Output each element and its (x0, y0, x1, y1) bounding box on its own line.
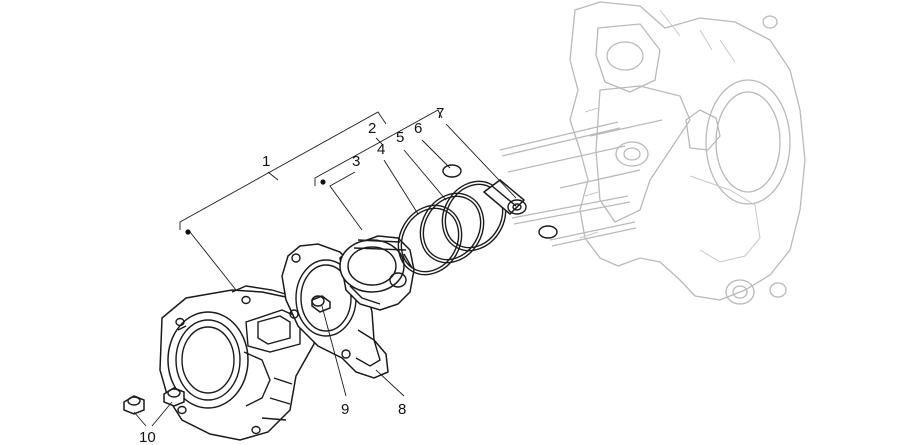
bushings (123, 387, 185, 415)
callout-3: 3 (352, 153, 360, 170)
callout-10: 10 (139, 429, 156, 445)
callout-7: 7 (436, 105, 444, 122)
crankcase-ghost (499, 1, 806, 305)
callout-1: 1 (262, 153, 270, 170)
leader-lines (133, 109, 517, 427)
callout-labels: 1 2 3 4 5 6 7 8 9 10 (139, 105, 444, 445)
callout-4: 4 (377, 141, 385, 158)
dowel-pin (311, 295, 331, 313)
piston-pin (482, 179, 527, 216)
callout-2: 2 (368, 120, 376, 137)
callout-6: 6 (414, 120, 422, 137)
cylinder-block (159, 285, 323, 441)
callout-9: 9 (341, 401, 349, 418)
callout-5: 5 (396, 129, 404, 146)
circlips (442, 164, 558, 239)
piston (339, 235, 415, 311)
callout-8: 8 (398, 401, 406, 418)
